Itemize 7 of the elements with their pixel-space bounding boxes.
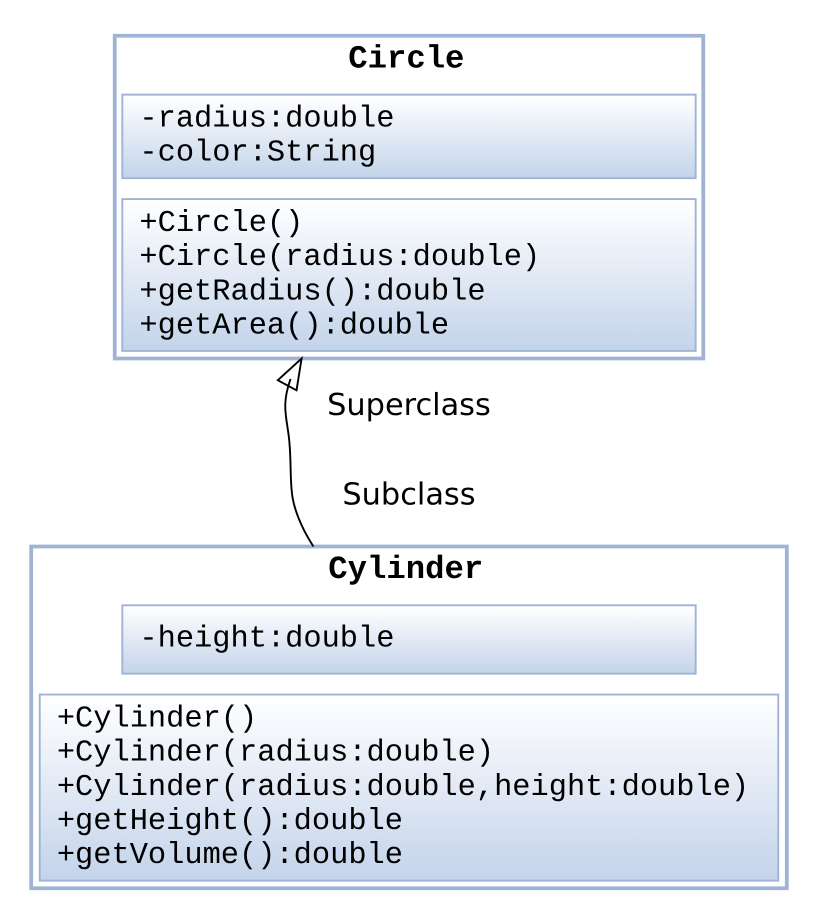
label: Subclass	[342, 476, 476, 512]
node-box: +Circle() +Circle(radius:double) +getRadius():double +getArea():double	[121, 198, 697, 352]
label: Superclass	[327, 388, 491, 423]
node-box: -height:double	[121, 604, 697, 674]
arrow	[276, 356, 314, 546]
node-box: -radius:double -color:String	[121, 93, 697, 179]
node-box: +Cylinder() +Cylinder(radius:double) +Cylinder(radius:double,height:double) +getHeight():double +getVolume():double	[38, 693, 780, 882]
